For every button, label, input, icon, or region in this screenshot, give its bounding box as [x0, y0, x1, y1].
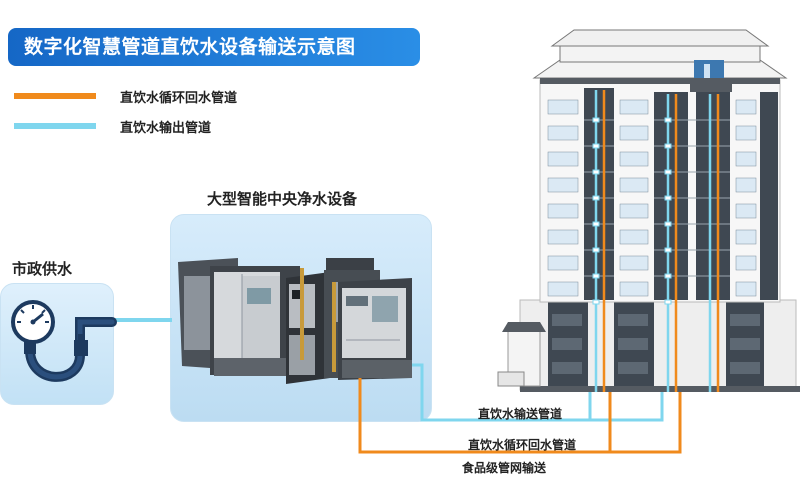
return-pipe-label: 直饮水循环回水管道: [468, 438, 577, 452]
food-pipe-label: 食品级管网输送: [462, 461, 547, 475]
municipal-supply-panel: [0, 283, 114, 405]
floor-outlet-markers: [592, 117, 672, 305]
purification-cabinets: [178, 258, 412, 384]
diagram-title: 数字化智慧管道直饮水设备输送示意图: [8, 28, 420, 66]
legend-return-label: 直饮水循环回水管道: [120, 91, 238, 106]
device-title: 大型智能中央净水设备: [207, 190, 358, 208]
water-meter-icon: [11, 300, 117, 382]
legend-output-label: 直饮水输出管道: [120, 121, 212, 136]
supply-title: 市政供水: [12, 260, 73, 278]
legend-output-line: [14, 123, 96, 129]
legend-return-line: [14, 93, 96, 99]
output-pipe-label: 直饮水输送管道: [478, 407, 563, 421]
building-illustration: [497, 29, 800, 392]
